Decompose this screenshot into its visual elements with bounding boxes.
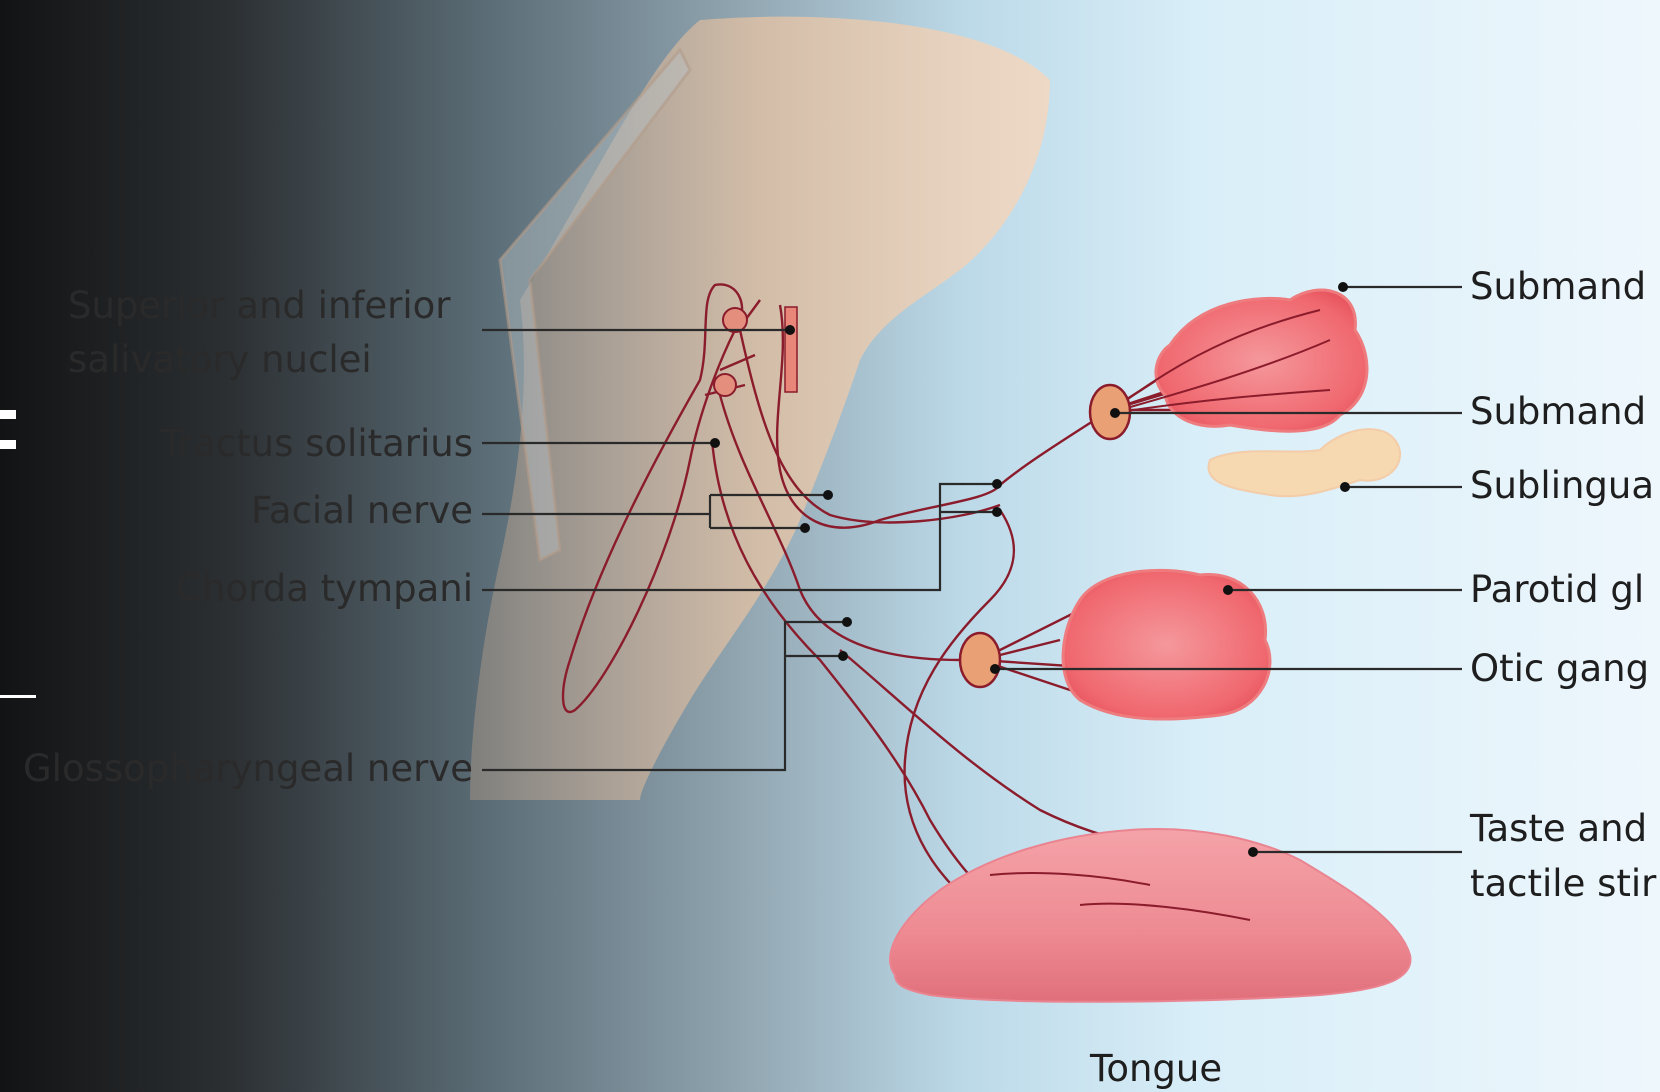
label-facial-nerve: Facial nerve <box>251 492 473 529</box>
inferior-salivatory-nucleus <box>714 374 736 396</box>
left-edge-bar-middle <box>0 440 16 449</box>
label-chorda-tympani: Chorda tympani <box>176 570 473 607</box>
label-sublingual-gland: Sublingua <box>1470 467 1654 504</box>
tongue-shape <box>890 829 1410 1002</box>
label-glossopharyngeal-nerve: Glossopharyngeal nerve <box>23 750 473 787</box>
label-submandibular-ganglion: Submand <box>1470 393 1646 430</box>
label-taste-line1: Taste and <box>1470 810 1647 847</box>
left-edge-bar-top <box>0 410 16 419</box>
label-tractus-solitarius: Tractus solitarius <box>161 425 473 462</box>
label-taste-line2: tactile stir <box>1470 865 1656 902</box>
otic-ganglion <box>960 633 1000 687</box>
label-submandibular-gland: Submand <box>1470 268 1646 305</box>
superior-salivatory-nucleus <box>723 308 747 332</box>
tractus-solitarius-column <box>785 307 797 392</box>
label-tongue: Tongue <box>1090 1050 1222 1087</box>
label-salivatory-nuclei-line1: Superior and inferior <box>68 287 451 324</box>
parotid-gland <box>1063 570 1270 719</box>
left-edge-divider <box>0 695 36 698</box>
label-salivatory-nuclei-line2: salivatory nuclei <box>68 341 372 378</box>
label-otic-ganglion: Otic gang <box>1470 650 1649 687</box>
label-parotid-gland: Parotid gl <box>1470 571 1644 608</box>
